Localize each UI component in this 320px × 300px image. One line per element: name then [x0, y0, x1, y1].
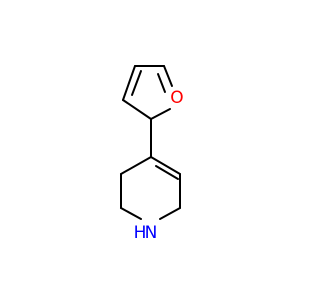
bond-c5-o-inner [157, 73, 166, 93]
bond-c2p-n [159, 207, 181, 220]
atom-oxygen: O [170, 88, 183, 108]
bond-c3-c4 [122, 65, 136, 101]
bond-o-c2 [150, 108, 171, 120]
bond-n-c6p [120, 207, 142, 220]
molecule-diagram: O H N [120, 65, 184, 243]
atom-nitrogen: N [145, 223, 158, 243]
bond-c5p-c4p [120, 156, 152, 175]
bond-c2-c3 [122, 99, 152, 120]
bond-c4p-c3p-inner [155, 165, 179, 180]
bond-c4p-c3p [150, 156, 181, 175]
structure-svg: O H N [120, 65, 184, 243]
bond-c5-o [163, 65, 173, 87]
bond-c3-c4-inner [131, 70, 142, 96]
atom-hydrogen: H [134, 223, 147, 243]
